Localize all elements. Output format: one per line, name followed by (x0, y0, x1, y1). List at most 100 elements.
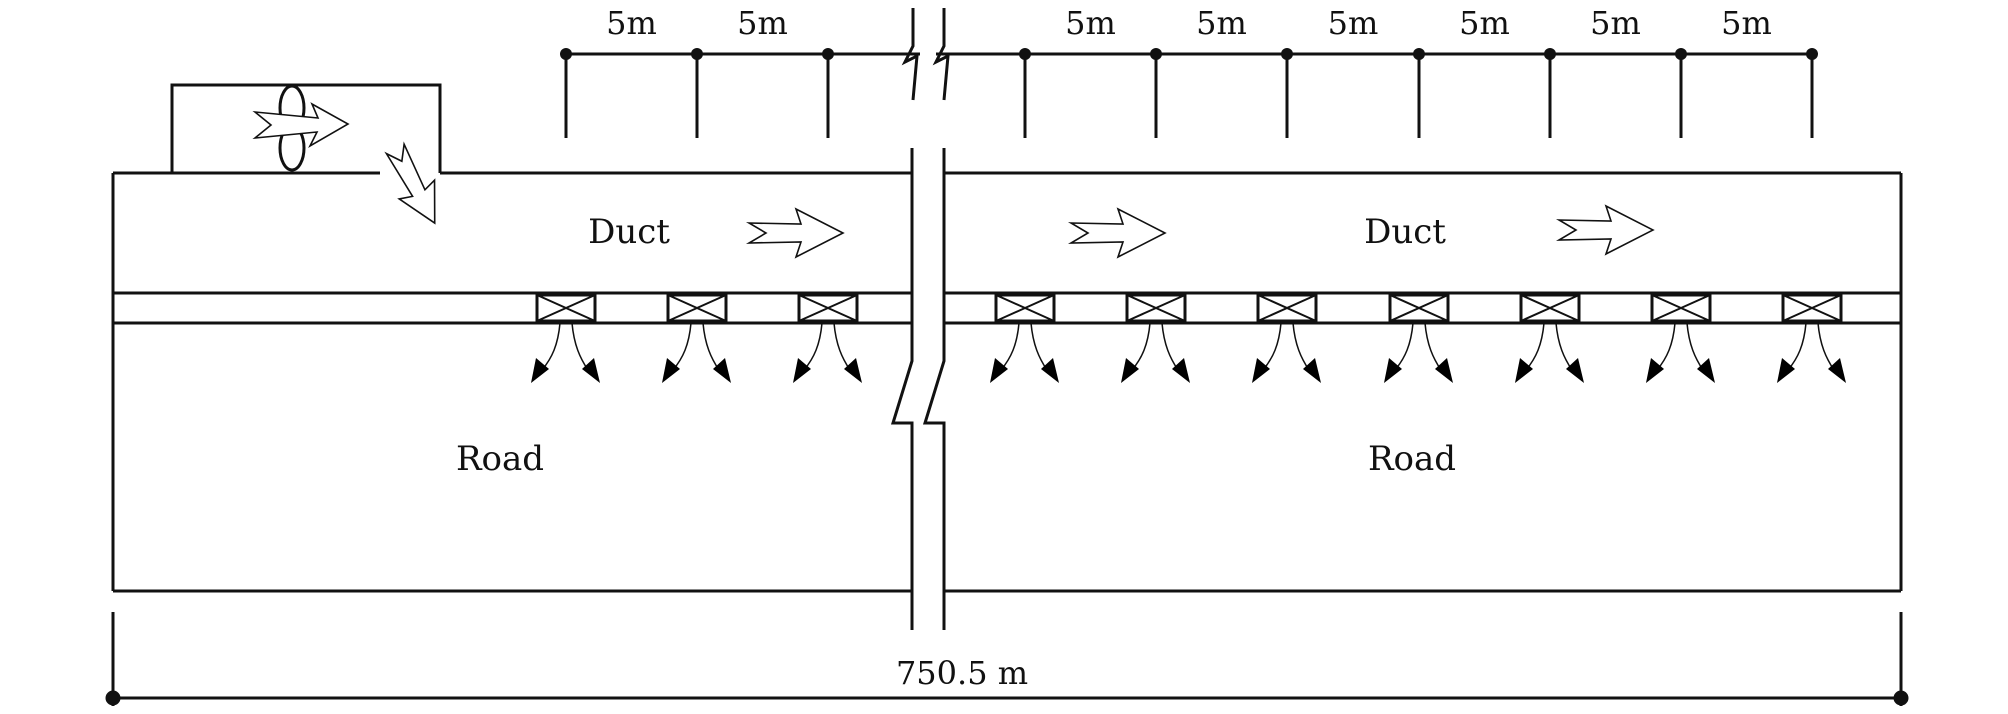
jet-curve-left (1394, 322, 1414, 371)
jet-curve-right (1817, 322, 1835, 371)
road-label-left: Road (456, 439, 544, 479)
jet-arrowhead-left-icon (990, 358, 1008, 383)
vent-unit (662, 293, 731, 383)
spacing-label: 5m (606, 4, 657, 42)
duct-flow-arrow-icon (1555, 204, 1655, 256)
jet-arrowhead-right-icon (1828, 358, 1846, 383)
jet-curve-right (1555, 322, 1573, 371)
spacing-dot (1806, 48, 1818, 60)
jet-arrowhead-right-icon (1435, 358, 1453, 383)
vent-cross-icon (1257, 294, 1317, 322)
duct-flow-arrow-icon (745, 207, 845, 259)
spacing-dot (1150, 48, 1162, 60)
fan-unit (170, 83, 442, 225)
break-line-right (922, 148, 946, 630)
jet-curve-left (1787, 322, 1807, 371)
jet-arrowhead-right-icon (1041, 358, 1059, 383)
jet-curve-left (672, 322, 692, 371)
jet-arrowhead-right-icon (1303, 358, 1321, 383)
spacing-dot (1019, 48, 1031, 60)
vent-unit (1121, 293, 1190, 383)
jet-arrowhead-right-icon (582, 358, 600, 383)
jet-curve-right (1686, 322, 1704, 371)
vent-cross-icon (1782, 294, 1842, 322)
break-line-left (890, 148, 914, 630)
vent-cross-icon (995, 294, 1055, 322)
vent-unit (793, 293, 862, 383)
jet-curve-left (1131, 322, 1151, 371)
jet-arrowhead-left-icon (1121, 358, 1139, 383)
vent-cross-icon (1126, 294, 1186, 322)
vent-unit (990, 293, 1059, 383)
spacing-dot (691, 48, 703, 60)
vent-cross-icon (536, 294, 596, 322)
spacing-dot (1281, 48, 1293, 60)
jet-curve-left (1656, 322, 1676, 371)
spacing-label: 5m (1065, 4, 1116, 42)
road-label-right: Road (1368, 439, 1456, 479)
jet-arrowhead-left-icon (1646, 358, 1664, 383)
duct-inlet-arrow-icon (384, 141, 436, 225)
jet-curve-left (1525, 322, 1545, 371)
jet-arrowhead-left-icon (793, 358, 811, 383)
total-length-label: 750.5 m (896, 654, 1028, 692)
jet-curve-right (1424, 322, 1442, 371)
total-length-dot-left (105, 690, 121, 706)
vent-cross-icon (1389, 294, 1449, 322)
jet-curve-left (803, 322, 823, 371)
jet-curve-left (1000, 322, 1020, 371)
fan-housing (170, 83, 442, 173)
vent-cross-icon (1651, 294, 1711, 322)
jet-curve-left (541, 322, 561, 371)
break-symbols (890, 8, 950, 630)
jet-curve-right (1161, 322, 1179, 371)
vent-unit (1252, 293, 1321, 383)
jet-curve-right (833, 322, 851, 371)
spacing-dot (822, 48, 834, 60)
spacing-label: 5m (1196, 4, 1247, 42)
duct-flow-arrow-icon (1067, 207, 1167, 259)
spacing-dot (1675, 48, 1687, 60)
vent-unit (1515, 293, 1584, 383)
spacing-dot (560, 48, 572, 60)
vent-unit (531, 293, 600, 383)
duct-label-right: Duct (1364, 212, 1446, 252)
fan-flow-arrow-icon (252, 102, 350, 149)
jet-arrowhead-right-icon (713, 358, 731, 383)
spacing-label: 5m (1328, 4, 1379, 42)
duct-label-left: Duct (588, 212, 670, 252)
total-length-dot-right (1893, 690, 1909, 706)
vent-unit (1777, 293, 1846, 383)
vent-unit (1384, 293, 1453, 383)
spacing-label: 5m (737, 4, 788, 42)
jet-arrowhead-left-icon (1515, 358, 1533, 383)
tunnel-structure (111, 171, 1903, 593)
jet-arrowhead-right-icon (1697, 358, 1715, 383)
jet-arrowhead-left-icon (1252, 358, 1270, 383)
vent-cross-icon (667, 294, 727, 322)
jet-arrowhead-right-icon (844, 358, 862, 383)
jet-curve-left (1262, 322, 1282, 371)
jet-curve-right (702, 322, 720, 371)
duct-flow-arrows (745, 204, 1655, 259)
jet-curve-right (1030, 322, 1048, 371)
total-length-dimension (105, 612, 1909, 706)
jet-arrowhead-left-icon (1777, 358, 1795, 383)
spacing-label: 5m (1721, 4, 1772, 42)
vent-cross-icon (1520, 294, 1580, 322)
vent-cross-icon (798, 294, 858, 322)
jet-arrowhead-left-icon (1384, 358, 1402, 383)
jet-arrowhead-right-icon (1172, 358, 1190, 383)
spacing-label: 5m (1590, 4, 1641, 42)
jet-arrowhead-left-icon (531, 358, 549, 383)
jet-arrowhead-right-icon (1566, 358, 1584, 383)
ventilation-vents (531, 293, 1846, 383)
spacing-dot (1413, 48, 1425, 60)
dimension-break-mark-left (901, 8, 919, 101)
vent-unit (1646, 293, 1715, 383)
jet-curve-right (1292, 322, 1310, 371)
spacing-dot (1544, 48, 1556, 60)
jet-curve-right (571, 322, 589, 371)
